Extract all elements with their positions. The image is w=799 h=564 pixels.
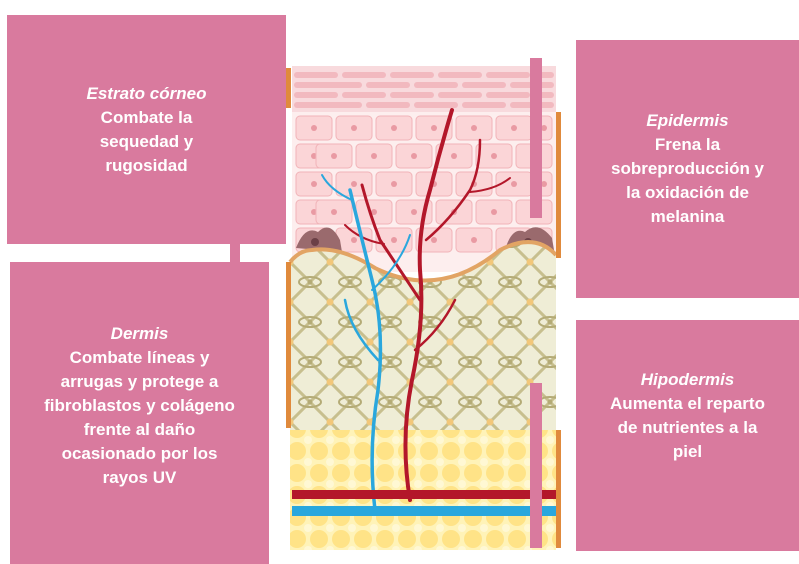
epidermis-cell (315, 199, 353, 225)
corneum-cell (318, 82, 362, 88)
epidermis-cell (295, 171, 333, 197)
connector-epidermis (530, 58, 542, 218)
melanocyte-left (296, 227, 342, 252)
corneum-cell (342, 72, 386, 78)
epidermis-cell (395, 143, 433, 169)
epidermis-cell (335, 171, 373, 197)
corneum-cell (294, 92, 338, 98)
dermis-title: Dermis (110, 324, 169, 343)
corneum-cell (462, 102, 506, 108)
corneum-cell (438, 92, 482, 98)
label-estrato-corneo: Estrato córneo Combate la sequedad y rug… (7, 15, 286, 244)
epidermis-cell (315, 143, 353, 169)
connector-estrato (230, 244, 240, 262)
corneum-cell (414, 102, 458, 108)
label-dermis: Dermis Combate líneas y arrugas y proteg… (10, 262, 269, 564)
deep-vessels (292, 490, 556, 516)
epidermis-cell (455, 115, 493, 141)
artery-network (344, 108, 511, 502)
label-hipodermis: Hipodermis Aumenta el reparto de nutrien… (576, 320, 799, 551)
bracket-dermis (286, 262, 291, 428)
epidermis-body: Frena la sobreproducción y la oxidación … (610, 135, 765, 226)
epidermis-cell (415, 227, 453, 253)
corneum-cell (486, 72, 530, 78)
vein-network (321, 174, 411, 512)
epidermis-cell (375, 115, 413, 141)
epidermis-title: Epidermis (646, 111, 729, 130)
corneum-cell (390, 72, 434, 78)
hipodermis-body: Aumenta el reparto de nutrientes a la pi… (610, 393, 765, 461)
corneum-cell (366, 82, 410, 88)
corneum-cell (486, 92, 530, 98)
bracket-stratum-corneum (286, 68, 291, 108)
hipodermis-title: Hipodermis (640, 369, 735, 389)
dermis-body: Combate líneas y arrugas y protege a fib… (44, 348, 235, 487)
corneum-cell (294, 72, 338, 78)
dermis-layer (288, 240, 558, 430)
estrato-body: Combate la sequedad y rugosidad (99, 107, 194, 175)
connector-hipodermis (530, 383, 542, 548)
epidermis-cell (295, 115, 333, 141)
stratum-corneum-layer (292, 66, 556, 112)
corneum-cell (318, 102, 362, 108)
corneum-cell (414, 82, 458, 88)
corneum-cell (462, 82, 506, 88)
estrato-title: Estrato córneo (86, 83, 207, 103)
corneum-cell (366, 102, 410, 108)
bracket-hipodermis (556, 430, 561, 548)
epidermis-cell (475, 143, 513, 169)
bracket-epidermis (556, 112, 561, 258)
corneum-cell (342, 92, 386, 98)
corneum-cell (390, 92, 434, 98)
epidermis-cell (495, 115, 533, 141)
epidermis-cell (355, 143, 393, 169)
epidermis-cell (435, 143, 473, 169)
epidermis-cell (455, 227, 493, 253)
epidermis-cell (375, 171, 413, 197)
corneum-cell (438, 72, 482, 78)
epidermis-cell (335, 115, 373, 141)
epidermis-cell (495, 171, 533, 197)
label-epidermis: Epidermis Frena la sobreproducción y la … (576, 40, 799, 298)
epidermis-cell (475, 199, 513, 225)
